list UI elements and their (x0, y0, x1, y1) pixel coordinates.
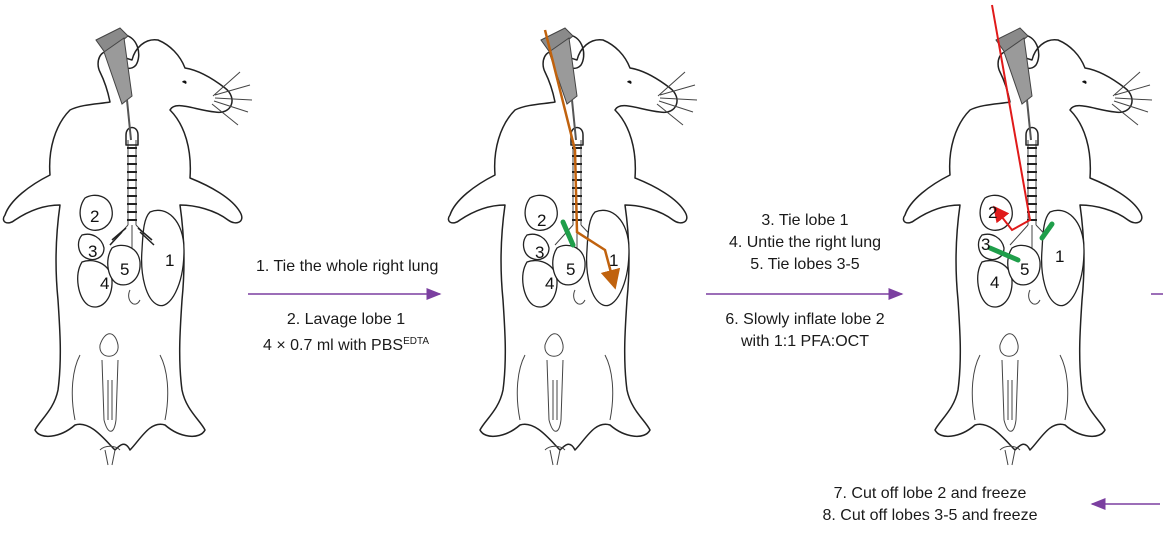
mouse-panel-1 (3, 28, 252, 465)
step-6-detail: with 1:1 PFA:OCT (710, 331, 900, 353)
lobe-label-3: 3 (88, 242, 97, 261)
lobe-label-1: 1 (1055, 247, 1064, 266)
lobe-label-1: 1 (609, 251, 618, 270)
step-4: 4. Untie the right lung (710, 232, 900, 254)
catheter-icon (996, 28, 1032, 140)
lobe-label-1: 1 (165, 251, 174, 270)
step-2-detail-sup: EDTA (403, 336, 429, 347)
lobe-label-2: 2 (988, 203, 997, 222)
step-2-detail-text: 4 × 0.7 ml with PBS (263, 337, 403, 354)
tie-mark (563, 222, 573, 245)
lobe-label-3: 3 (535, 243, 544, 262)
lobe-label-4: 4 (545, 274, 554, 293)
step-3: 3. Tie lobe 1 (710, 210, 900, 232)
lobe-label-4: 4 (100, 274, 109, 293)
lobe-label-5: 5 (120, 260, 129, 279)
catheter-icon (96, 28, 132, 140)
mouse-panel-2 (448, 28, 697, 465)
step-8: 8. Cut off lobes 3-5 and freeze (790, 505, 1070, 527)
step-5: 5. Tie lobes 3-5 (710, 254, 900, 276)
step-1: 1. Tie the whole right lung (256, 256, 436, 278)
lobe-label-4: 4 (990, 273, 999, 292)
mouse-panel-3 (903, 5, 1152, 465)
step-2-detail: 4 × 0.7 ml with PBSEDTA (248, 331, 444, 357)
step-6: 6. Slowly inflate lobe 2 (710, 309, 900, 331)
lobe-label-2: 2 (90, 207, 99, 226)
step-2: 2. Lavage lobe 1 (256, 309, 436, 331)
lobe-label-2: 2 (537, 211, 546, 230)
lobe-label-3: 3 (981, 235, 990, 254)
step-7: 7. Cut off lobe 2 and freeze (790, 483, 1070, 505)
lobe-label-5: 5 (1020, 260, 1029, 279)
lobe-label-5: 5 (566, 260, 575, 279)
